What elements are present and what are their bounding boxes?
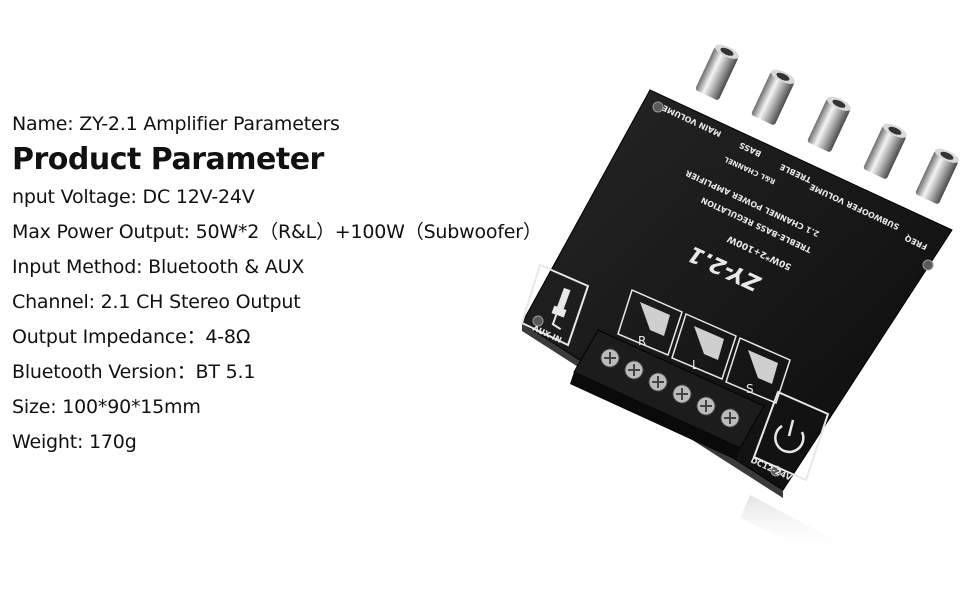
screw-hole-icon	[922, 259, 934, 271]
speaker-icon	[640, 302, 670, 336]
spec-channel: Channel: 2.1 CH Stereo Output	[12, 291, 301, 313]
spec-max-power: Max Power Output: 50W*2（R&L）+100W（Subwoo…	[12, 221, 542, 243]
amplifier-board-photo: MAIN VOLUME BASS TREBLE SUBWOOFER VOLUME…	[500, 40, 970, 560]
spec-input-voltage: nput Voltage: DC 12V-24V	[12, 186, 255, 208]
product-name-line: Name: ZY-2.1 Amplifier Parameters	[12, 113, 340, 135]
screw-hole-icon	[652, 101, 664, 113]
output-label-r: R	[638, 334, 646, 348]
spec-output-impedance: Output Impedance：4-8Ω	[12, 326, 251, 348]
spec-bluetooth-version: Bluetooth Version：BT 5.1	[12, 361, 256, 383]
power-icon	[774, 419, 805, 454]
speaker-icon	[694, 326, 724, 360]
speaker-icons	[640, 302, 778, 384]
spec-list: Name: ZY-2.1 Amplifier Parameters Produc…	[12, 112, 552, 465]
aux-jack-icon	[551, 287, 571, 331]
board-reflection	[740, 495, 835, 555]
potentiometer-knobs	[695, 44, 959, 204]
output-label-s: S	[746, 382, 754, 396]
amplifier-board-illustration: MAIN VOLUME BASS TREBLE SUBWOOFER VOLUME…	[520, 44, 959, 555]
freq-knob-icon	[915, 148, 959, 204]
treble-knob-icon	[807, 96, 851, 152]
output-label-l: L	[692, 358, 699, 372]
main-volume-knob-icon	[695, 44, 739, 100]
output-channel-markings	[617, 288, 791, 405]
screw-hole-icon	[532, 315, 544, 327]
spec-input-method: Input Method: Bluetooth & AUX	[12, 256, 305, 278]
subwoofer-volume-knob-icon	[863, 123, 907, 179]
page-title: Product Parameter	[12, 142, 324, 177]
spec-weight: Weight: 170g	[12, 431, 137, 453]
screw-terminal-block	[570, 329, 765, 460]
speaker-icon	[748, 350, 778, 384]
bass-knob-icon	[751, 69, 795, 125]
spec-size: Size: 100*90*15mm	[12, 396, 201, 418]
